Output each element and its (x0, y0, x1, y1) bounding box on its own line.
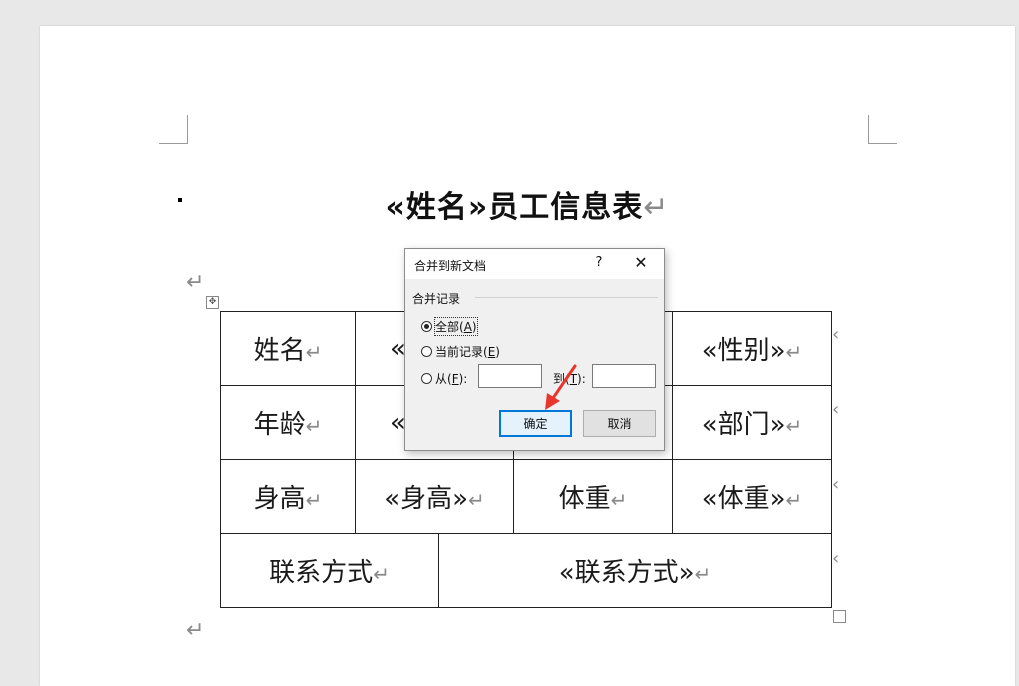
to-record-input[interactable] (592, 364, 656, 388)
table-resize-handle-icon[interactable] (833, 610, 846, 623)
table-row: 联系方式↵ «联系方式»↵ (220, 533, 833, 608)
table-cell[interactable]: 姓名↵ (220, 311, 356, 386)
table-cell[interactable]: «部门»↵ (672, 385, 833, 460)
dialog-title: 合并到新文档 (414, 259, 487, 273)
table-cell[interactable]: 年龄↵ (220, 385, 356, 460)
table-move-handle-icon[interactable]: ✥ (206, 296, 219, 309)
radio-current-label: 当前记录(E) (435, 345, 500, 359)
row-end-mark-icon: ‹ (832, 474, 840, 495)
row-end-mark-icon: ‹ (832, 324, 840, 345)
ok-button[interactable]: 确定 (499, 410, 572, 437)
row-end-mark-icon: ‹ (832, 548, 840, 569)
table-cell[interactable]: «性别»↵ (672, 311, 833, 386)
from-record-input[interactable] (478, 364, 542, 388)
radio-all-indicator[interactable] (421, 321, 432, 332)
close-icon[interactable]: ✕ (634, 253, 648, 272)
help-icon[interactable]: ? (595, 255, 603, 270)
table-cell[interactable]: 身高↵ (220, 459, 356, 534)
document-title[interactable]: «姓名»员工信息表↵ (40, 182, 1015, 226)
margin-corner-top-right (868, 115, 897, 144)
radio-from[interactable]: 从(F): (421, 370, 467, 387)
return-mark-icon: ↵ (186, 270, 205, 295)
paragraph-mark-dot (178, 198, 182, 202)
radio-from-indicator[interactable] (421, 373, 432, 384)
table-cell[interactable]: 体重↵ (513, 459, 674, 534)
radio-current-indicator[interactable] (421, 346, 432, 357)
merge-to-new-document-dialog: 合并到新文档 ? ✕ 合并记录 全部(A) 当前记录(E) 从(F): 到(T)… (404, 248, 665, 451)
to-label: 到(T): (553, 372, 586, 386)
return-mark-icon: ↵ (186, 618, 205, 643)
cancel-button[interactable]: 取消 (583, 410, 656, 437)
dialog-titlebar[interactable]: 合并到新文档 ? ✕ (405, 249, 664, 279)
row-end-mark-icon: ‹ (832, 399, 840, 420)
document-title-text: «姓名»员工信息表 (385, 190, 644, 225)
radio-from-label: 从(F): (435, 372, 468, 386)
table-cell[interactable]: «联系方式»↵ (437, 533, 833, 608)
merge-records-group-label: 合并记录 (412, 292, 461, 306)
table-cell[interactable]: 联系方式↵ (220, 533, 439, 608)
radio-all-label: 全部(A) (434, 317, 478, 336)
return-mark-icon: ↵ (643, 190, 670, 225)
radio-current-record[interactable]: 当前记录(E) (421, 343, 500, 360)
radio-all[interactable]: 全部(A) (421, 317, 478, 336)
table-row: 身高↵ «身高»↵ 体重↵ «体重»↵ (220, 459, 833, 534)
table-cell[interactable]: «体重»↵ (672, 459, 833, 534)
table-cell[interactable]: «身高»↵ (354, 459, 515, 534)
group-divider (475, 297, 658, 298)
margin-corner-top-left (159, 115, 188, 144)
